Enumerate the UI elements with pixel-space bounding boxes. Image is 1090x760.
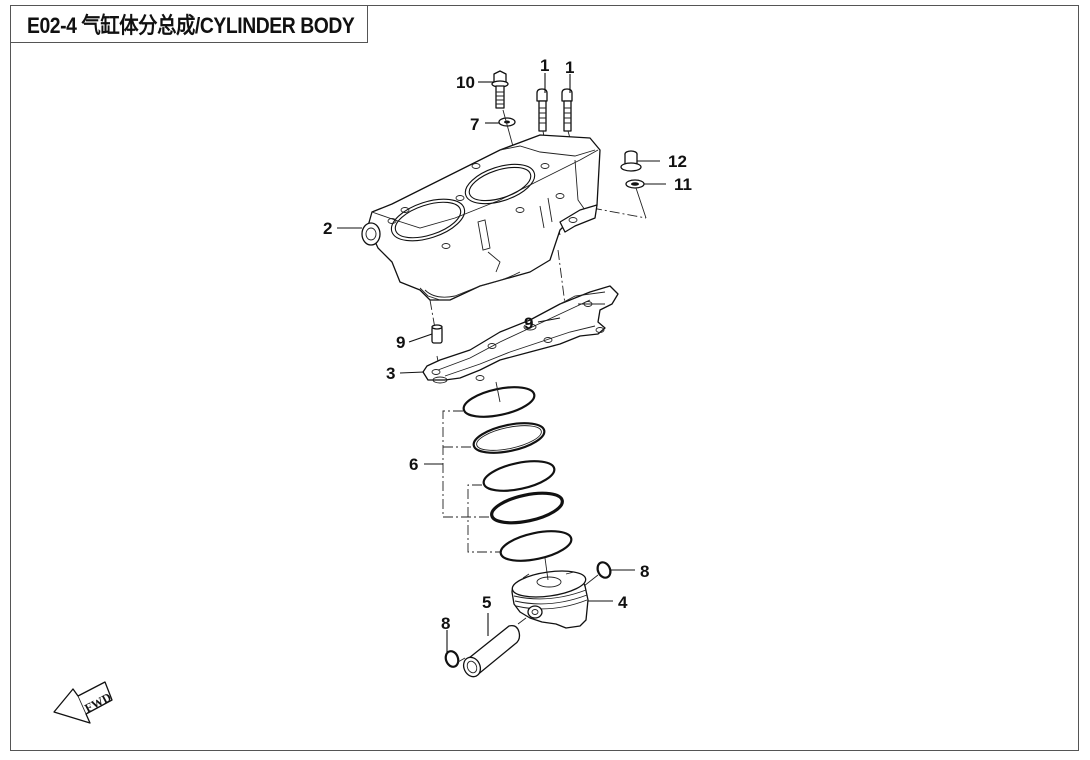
callout-8b[interactable]: 8 bbox=[441, 614, 450, 633]
plug-part[interactable] bbox=[620, 150, 642, 172]
callout-5[interactable]: 5 bbox=[482, 593, 491, 612]
circlip-part-b[interactable] bbox=[444, 649, 461, 668]
callout-1b[interactable]: 1 bbox=[565, 58, 574, 77]
diagram-frame bbox=[10, 5, 1079, 751]
cylinder-gasket-part[interactable] bbox=[422, 285, 619, 384]
seal-washer-part[interactable] bbox=[625, 179, 645, 189]
callout-2[interactable]: 2 bbox=[323, 219, 332, 238]
piston-pin-part[interactable] bbox=[461, 624, 521, 680]
callout-9b[interactable]: 9 bbox=[524, 314, 533, 333]
dowel-pin-part-a[interactable] bbox=[431, 324, 443, 344]
flange-bolt-part[interactable] bbox=[491, 70, 509, 109]
cylinder-bolt-part-b[interactable] bbox=[561, 88, 573, 132]
callout-4[interactable]: 4 bbox=[618, 593, 628, 612]
callout-1a[interactable]: 1 bbox=[540, 56, 549, 75]
piston-ring-set-part[interactable] bbox=[461, 382, 574, 566]
callout-7[interactable]: 7 bbox=[470, 115, 479, 134]
diagram-title: E02-4 气缸体分总成/CYLINDER BODY bbox=[27, 13, 355, 38]
callout-9a[interactable]: 9 bbox=[396, 333, 405, 352]
cylinder-body-part[interactable] bbox=[361, 134, 601, 301]
circlip-part-a[interactable] bbox=[595, 560, 613, 580]
title-box: E02-4 气缸体分总成/CYLINDER BODY bbox=[10, 5, 368, 43]
callout-8a[interactable]: 8 bbox=[640, 562, 649, 581]
callout-11[interactable]: 11 bbox=[674, 175, 692, 194]
callout-10[interactable]: 10 bbox=[456, 73, 475, 92]
callout-3[interactable]: 3 bbox=[386, 364, 395, 383]
callout-6[interactable]: 6 bbox=[409, 455, 418, 474]
piston-part[interactable] bbox=[511, 567, 589, 629]
cylinder-bolt-part-a[interactable] bbox=[536, 88, 548, 132]
fwd-arrow-icon: FWD bbox=[53, 681, 114, 724]
callout-12[interactable]: 12 bbox=[668, 152, 687, 171]
